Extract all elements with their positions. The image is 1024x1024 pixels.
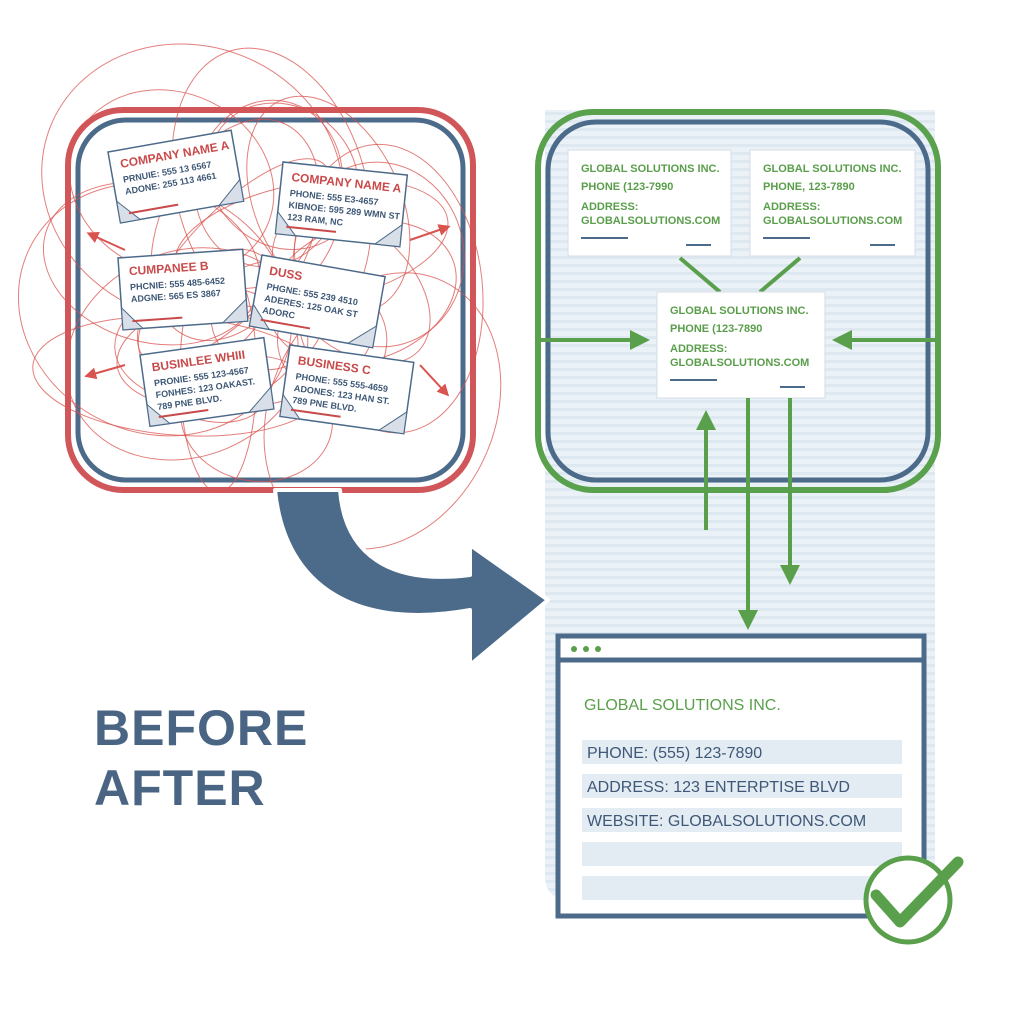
clean-business-card: GLOBAL SOLUTIONS INC. PHONE (123-7990ADDR… [567,149,732,257]
form-field-value: ADDRESS: 123 ENTERPTISE BLVD [587,779,850,796]
check-icon [863,855,964,945]
green-connector [758,256,802,294]
clean-card-address-label: ADDRESS: [670,343,727,355]
red-arrow [84,364,126,380]
clean-card-name: GLOBAL SOLUTIONS INC. [670,305,809,317]
transform-arrow [273,488,550,667]
clean-card-phone: PHONE (123-7990 [581,181,673,193]
after-label: AFTER [94,760,266,816]
form-field-value: PHONE: (555) 123-7890 [587,745,762,762]
form-title: GLOBAL SOLUTIONS INC. [584,697,781,714]
clean-cards: GLOBAL SOLUTIONS INC. PHONE (123-7990ADDR… [567,149,916,399]
form-field-value: WEBSITE: GLOBALSOLUTIONS.COM [587,813,866,830]
window-dot [595,646,601,652]
clean-card-address-label: ADDRESS: [763,201,820,213]
red-arrow [86,232,126,251]
organized-panel: GLOBAL SOLUTIONS INC. PHONE (123-7990ADDR… [535,109,941,493]
clean-card-name: GLOBAL SOLUTIONS INC. [763,163,902,175]
clean-card-address-label: ADDRESS: [581,201,638,213]
form-field-row[interactable]: WEBSITE: GLOBALSOLUTIONS.COM [582,808,902,832]
clean-card-address: GLOBALSOLUTIONS.COM [670,357,809,369]
window-dot [583,646,589,652]
clean-card-address: GLOBALSOLUTIONS.COM [581,215,720,227]
window-dot [571,646,577,652]
messy-card-title: CUMPANEE B [128,259,209,279]
messy-card-title: DUSS [268,264,303,284]
clean-card-name: GLOBAL SOLUTIONS INC. [581,163,720,175]
clean-business-card: GLOBAL SOLUTIONS INC. PHONE, 123-7890ADDR… [749,149,916,257]
clean-card-phone: PHONE (123-7890 [670,323,762,335]
green-connector [678,256,722,294]
before-label: BEFORE [94,700,308,756]
form-field-row[interactable]: PHONE: (555) 123-7890 [582,740,902,764]
form-field-row[interactable]: ADDRESS: 123 ENTERPTISE BLVD [582,774,902,798]
clean-business-card: GLOBAL SOLUTIONS INC. PHONE (123-7890ADDR… [656,291,826,399]
clean-card-phone: PHONE, 123-7890 [763,181,855,193]
red-arrow [419,364,450,397]
form-field-row[interactable] [582,842,902,866]
red-arrow [409,224,451,241]
crm-form-window: GLOBAL SOLUTIONS INC. PHONE: (555) 123-7… [555,633,927,919]
clean-card-address: GLOBALSOLUTIONS.COM [763,215,902,227]
form-field-row[interactable] [582,876,902,900]
